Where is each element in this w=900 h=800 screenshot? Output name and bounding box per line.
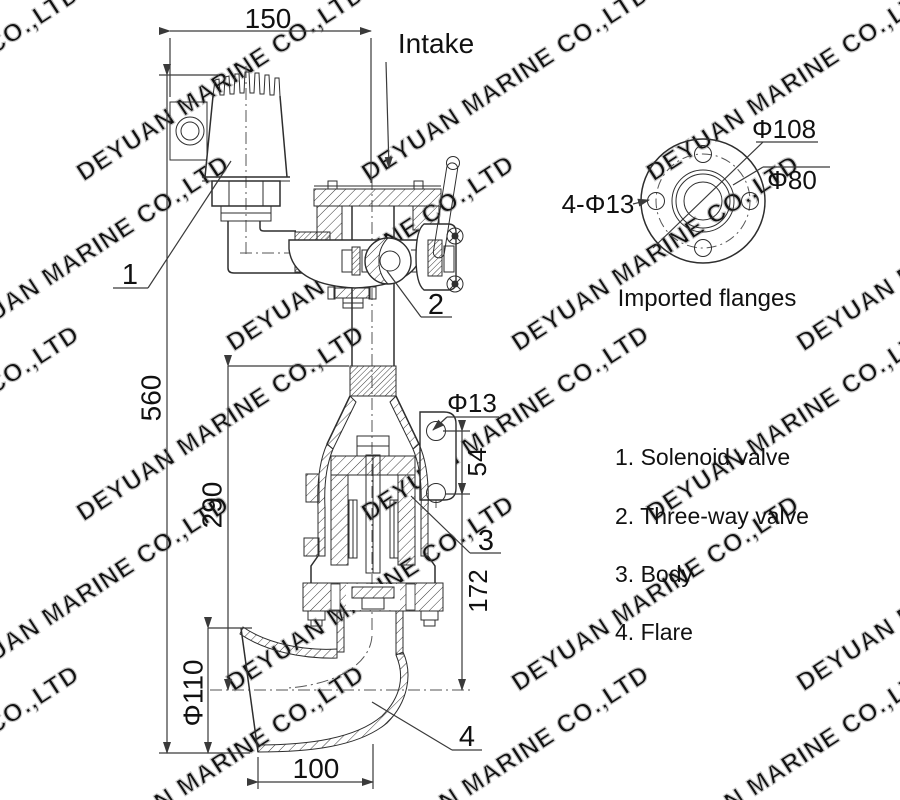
intake-flange-drawing bbox=[313, 180, 442, 445]
flange-phi108-label: Φ108 bbox=[752, 114, 816, 144]
dim-172-label: 172 bbox=[463, 569, 493, 612]
flange-caption: Imported flanges bbox=[618, 285, 797, 312]
dim-phi13-label: Φ13 bbox=[447, 388, 497, 418]
drain-flange bbox=[333, 287, 371, 299]
watermark-text: DEYUAN MARINE CO.,LTD bbox=[642, 320, 900, 527]
watermark-text: DEYUAN MARINE CO.,LTD bbox=[642, 0, 900, 187]
intake-label: Intake bbox=[398, 28, 474, 59]
watermark-text: DEYUAN MARINE CO.,LTD bbox=[642, 660, 900, 800]
watermark-text: DEYUAN MARINE CO.,LTD bbox=[0, 0, 85, 187]
part-3-label: 3 bbox=[478, 525, 494, 557]
dim-54-label: 54 bbox=[462, 448, 492, 477]
dim-100-label: 100 bbox=[293, 753, 340, 784]
dimension-labels: 150 Intake 560 290 Φ13 54 172 Φ110 100 bbox=[136, 3, 497, 784]
legend-item-flare: 4. Flare bbox=[615, 619, 693, 645]
bolt-hole-right bbox=[741, 192, 759, 210]
legend-item-solenoid-valve: 1. Solenoid valve bbox=[615, 444, 790, 470]
part-4-label: 4 bbox=[459, 721, 475, 753]
legend-item-three-way-valve: 2. Three-way valve bbox=[615, 503, 809, 529]
body-drawing bbox=[302, 395, 444, 627]
watermark-text: DEYUAN MARINE CO.,LTD bbox=[0, 150, 235, 357]
three-way-valve-drawing bbox=[288, 156, 464, 309]
flange-leaders bbox=[632, 141, 830, 249]
actuator-bolt-bottom bbox=[446, 275, 464, 293]
watermark-text: DEYUAN MARINE CO.,LTD bbox=[0, 660, 85, 800]
watermark-text: DEYUAN MARINE CO.,LTD bbox=[0, 320, 85, 527]
part-2-label: 2 bbox=[428, 289, 444, 321]
dim-290-label: 290 bbox=[197, 482, 228, 529]
legend-item-body: 3. Body bbox=[615, 561, 693, 587]
flange-phi80-label: Φ80 bbox=[767, 165, 817, 195]
dimension-lines bbox=[159, 27, 499, 789]
dim-phi110-label: Φ110 bbox=[178, 660, 209, 727]
part-1-label: 1 bbox=[122, 259, 138, 291]
bolt-hole-bottom bbox=[694, 239, 712, 257]
part-number-labels: 1 2 3 4 bbox=[122, 259, 494, 753]
part-leaders bbox=[113, 160, 501, 751]
valve-handle bbox=[432, 156, 460, 259]
flange-labels: Φ108 Φ80 4-Φ13 Imported flanges bbox=[562, 114, 817, 312]
dim-150-label: 150 bbox=[245, 3, 292, 34]
dim-560-label: 560 bbox=[136, 375, 167, 422]
bolt-hole-top bbox=[694, 145, 712, 163]
legend: 1. Solenoid valve 2. Three-way valve 3. … bbox=[615, 444, 809, 645]
flange-4phi13-label: 4-Φ13 bbox=[562, 189, 635, 219]
flare-drawing bbox=[239, 610, 409, 753]
